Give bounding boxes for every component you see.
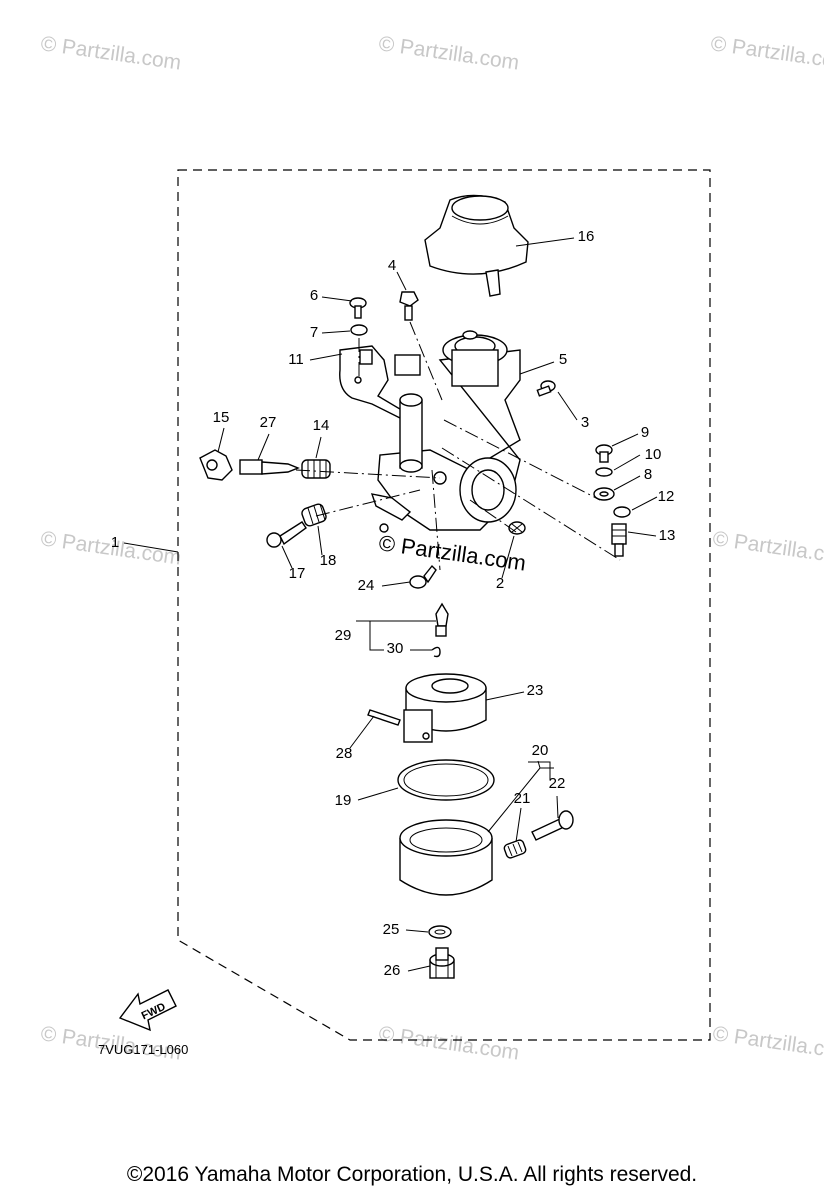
- part-12-o-ring: [613, 506, 631, 518]
- callout-3[interactable]: 3: [581, 414, 589, 431]
- part-14-spring: [301, 459, 331, 479]
- watermark-8: © Partzilla.com: [711, 1022, 824, 1064]
- callout-5[interactable]: 5: [559, 351, 567, 368]
- fwd-arrow-icon: FWD: [118, 989, 177, 1032]
- part-9-screw: [595, 444, 613, 463]
- callout-16[interactable]: 16: [578, 228, 595, 245]
- callout-29[interactable]: 29: [335, 627, 352, 644]
- callout-1[interactable]: 1: [111, 534, 119, 551]
- part-4-screw: [399, 291, 419, 321]
- part-30-clip: [431, 646, 441, 658]
- callout-27[interactable]: 27: [260, 414, 277, 431]
- callout-14[interactable]: 14: [313, 417, 330, 434]
- callout-20[interactable]: 20: [532, 742, 549, 759]
- assembly-boundary: [177, 169, 711, 1041]
- watermark-7: © Partzilla.com: [377, 1022, 520, 1064]
- part-26-drain-plug: [429, 947, 455, 979]
- callout-9[interactable]: 9: [641, 424, 649, 441]
- part-29-needle-valve: [435, 602, 449, 637]
- part-28-pin: [367, 709, 401, 726]
- callout-17[interactable]: 17: [289, 565, 306, 582]
- part-16-cover: [424, 194, 529, 297]
- callout-7[interactable]: 7: [310, 324, 318, 341]
- callout-21[interactable]: 21: [514, 790, 531, 807]
- copyright-notice: ©2016 Yamaha Motor Corporation, U.S.A. A…: [126, 1163, 698, 1186]
- watermark-5: © Partzilla.com: [711, 527, 824, 569]
- callout-22[interactable]: 22: [549, 775, 566, 792]
- callout-8[interactable]: 8: [644, 466, 652, 483]
- part-19-gasket: [397, 759, 495, 801]
- part-10-washer: [595, 467, 613, 477]
- callout-11[interactable]: 11: [288, 351, 304, 368]
- part-23-float: [403, 673, 487, 743]
- callout-15[interactable]: 15: [213, 409, 230, 426]
- part-3-screw: [536, 380, 556, 397]
- part-17-screw: [266, 521, 307, 548]
- part-18-spring: [301, 503, 327, 527]
- callout-2[interactable]: 2: [496, 575, 504, 592]
- part-15-knob: [199, 449, 233, 481]
- part-21-spring: [503, 839, 527, 859]
- part-24-screw: [409, 564, 437, 589]
- assembly-axis-lines: [295, 321, 621, 571]
- part-11-bracket: [339, 345, 407, 419]
- parts-diagram: © Partzilla.com © Partzilla.com © Partzill…: [39, 32, 824, 1064]
- callout-6[interactable]: 6: [310, 287, 318, 304]
- diagram-code: 7VUG171-L060: [98, 1042, 188, 1057]
- part-20-float-bowl: [399, 819, 493, 896]
- part-25-washer: [428, 925, 452, 939]
- callout-13[interactable]: 13: [659, 527, 676, 544]
- callout-18[interactable]: 18: [320, 552, 337, 569]
- callout-10[interactable]: 10: [645, 446, 662, 463]
- callout-28[interactable]: 28: [336, 745, 353, 762]
- callout-23[interactable]: 23: [527, 682, 544, 699]
- part-5-carburetor-body: [370, 330, 521, 533]
- watermark-2: © Partzilla.com: [377, 32, 520, 74]
- callout-25[interactable]: 25: [383, 921, 400, 938]
- callout-24[interactable]: 24: [358, 577, 375, 594]
- part-6-screw: [349, 297, 367, 319]
- callout-12[interactable]: 12: [658, 488, 675, 505]
- center-watermark: © Partzilla.com: [377, 530, 527, 575]
- part-27-pilot-screw: [239, 459, 300, 475]
- callout-layer: 1234567891011121314151617181920212223242…: [111, 228, 676, 979]
- part-22-drain-screw: [531, 810, 574, 841]
- part-7-washer: [350, 324, 368, 336]
- callout-30[interactable]: 30: [387, 640, 404, 657]
- part-2-screw: [508, 521, 526, 535]
- watermark-1: © Partzilla.com: [39, 32, 182, 74]
- leader-lines: [123, 237, 658, 972]
- callout-4[interactable]: 4: [388, 257, 396, 274]
- part-13-nozzle: [611, 523, 627, 557]
- callout-26[interactable]: 26: [384, 962, 401, 979]
- watermark-3: © Partzilla.com: [709, 32, 824, 74]
- part-8-washer: [593, 487, 615, 501]
- callout-19[interactable]: 19: [335, 792, 352, 809]
